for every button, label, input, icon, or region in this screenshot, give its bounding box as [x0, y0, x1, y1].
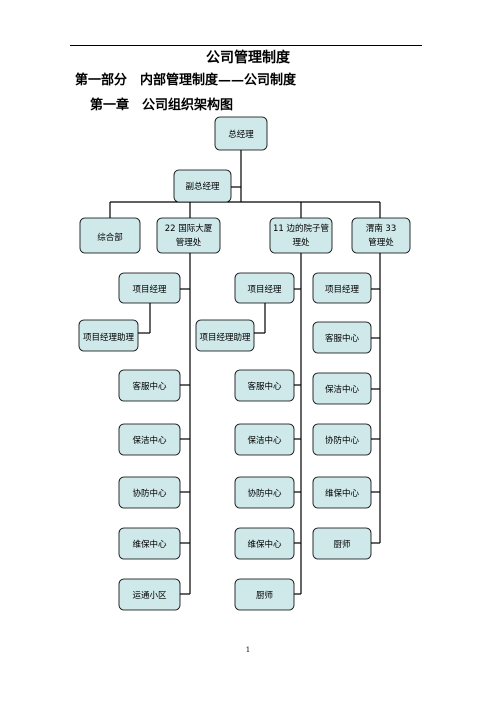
document-title: 公司管理制度: [206, 50, 290, 66]
node-11-unit: 保洁中心: [234, 423, 295, 456]
svg-text:协防中心: 协防中心: [247, 488, 282, 499]
node-dept-22: 22 国际大厦 管理处: [156, 217, 221, 254]
svg-text:项目经理: 项目经理: [325, 284, 360, 295]
node-22-pm-assistant: 项目经理助理: [78, 319, 139, 352]
svg-text:项目经理: 项目经理: [132, 284, 167, 295]
node-22-unit: 保洁中心: [118, 423, 181, 456]
node-weinan-unit: 保洁中心: [312, 372, 372, 405]
page-number: 1: [245, 646, 251, 654]
svg-text:厨师: 厨师: [333, 539, 351, 550]
svg-text:协防中心: 协防中心: [132, 488, 167, 499]
svg-text:管理处: 管理处: [176, 237, 202, 248]
svg-text:维保中心: 维保中心: [132, 539, 167, 550]
svg-text:11 边的院子管: 11 边的院子管: [273, 223, 329, 234]
connector-lines: [109, 150, 381, 595]
svg-text:保洁中心: 保洁中心: [247, 435, 282, 446]
svg-text:总经理: 总经理: [228, 129, 254, 140]
svg-text:项目经理助理: 项目经理助理: [83, 332, 135, 343]
svg-text:管理处: 管理处: [368, 237, 394, 248]
node-general-manager: 总经理: [214, 116, 268, 151]
node-weinan-project-manager: 项目经理: [312, 272, 372, 304]
svg-text:理处: 理处: [292, 237, 310, 248]
node-weinan-unit: 客服中心: [312, 321, 372, 354]
svg-text:客服中心: 客服中心: [247, 381, 282, 392]
node-weinan-unit: 协防中心: [312, 423, 372, 456]
node-11-unit: 维保中心: [234, 527, 295, 560]
svg-text:维保中心: 维保中心: [325, 488, 360, 499]
svg-text:保洁中心: 保洁中心: [132, 435, 167, 446]
svg-text:项目经理助理: 项目经理助理: [199, 332, 251, 343]
svg-text:项目经理: 项目经理: [247, 284, 282, 295]
svg-text:客服中心: 客服中心: [325, 333, 360, 344]
node-11-pm-assistant: 项目经理助理: [195, 319, 255, 352]
node-22-unit: 协防中心: [118, 476, 181, 509]
node-weinan-unit: 厨师: [312, 527, 372, 560]
node-11-unit: 厨师: [234, 578, 295, 611]
node-11-unit: 协防中心: [234, 476, 295, 509]
svg-text:协防中心: 协防中心: [325, 435, 360, 446]
node-22-unit: 客服中心: [118, 369, 181, 402]
svg-text:副总经理: 副总经理: [185, 181, 220, 192]
node-11-project-manager: 项目经理: [234, 272, 295, 304]
node-deputy-general-manager: 副总经理: [173, 169, 232, 203]
svg-text:厨师: 厨师: [256, 590, 274, 601]
node-22-unit: 运通小区: [118, 578, 181, 611]
node-weinan-unit: 维保中心: [312, 476, 372, 509]
svg-text:22 国际大厦: 22 国际大厦: [165, 223, 213, 234]
svg-text:客服中心: 客服中心: [132, 381, 167, 392]
part-heading: 第一部分 内部管理制度——公司制度: [75, 73, 297, 88]
header-rule: [70, 45, 422, 46]
svg-text:运通小区: 运通小区: [132, 590, 167, 601]
svg-text:渭南 33: 渭南 33: [366, 223, 397, 234]
node-11-unit: 客服中心: [234, 369, 295, 402]
svg-text:保洁中心: 保洁中心: [325, 384, 360, 395]
chapter-heading: 第一章 公司组织架构图: [90, 98, 234, 113]
node-general-dept: 综合部: [79, 217, 141, 254]
node-dept-11: 11 边的院子管 理处: [269, 217, 333, 254]
node-22-unit: 维保中心: [118, 527, 181, 560]
svg-text:综合部: 综合部: [97, 232, 123, 243]
node-dept-weinan: 渭南 33 管理处: [351, 217, 411, 254]
svg-text:维保中心: 维保中心: [247, 539, 282, 550]
node-22-project-manager: 项目经理: [118, 272, 181, 304]
